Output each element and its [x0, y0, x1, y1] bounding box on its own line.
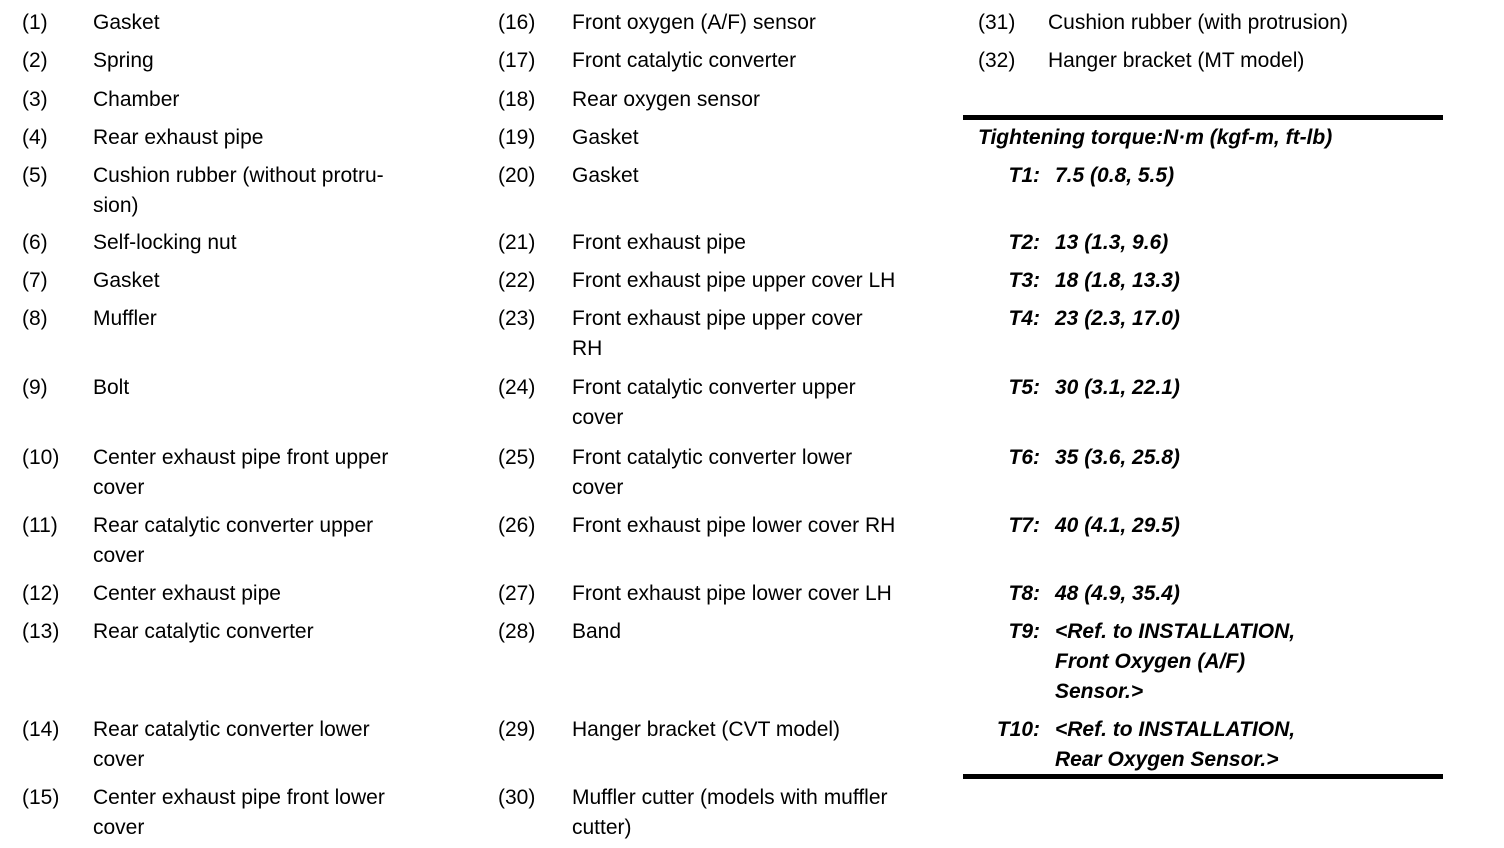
part-number-15: (15) [22, 786, 60, 809]
part-label-25: Front catalytic converter lower cover [572, 446, 853, 499]
torque-label-t2: T2: [1008, 231, 1041, 254]
part-number-29: (29) [498, 718, 536, 741]
part-number-1: (1) [22, 11, 48, 34]
part-number-24: (24) [498, 376, 536, 399]
part-number-14: (14) [22, 718, 60, 741]
part-number-30: (30) [498, 786, 536, 809]
part-number-7: (7) [22, 269, 48, 292]
part-number-16: (16) [498, 11, 536, 34]
part-label-32: Hanger bracket (MT model) [1048, 49, 1305, 72]
part-label-21: Front exhaust pipe [572, 231, 746, 254]
part-label-12: Center exhaust pipe [93, 582, 281, 605]
torque-label-t4: T4: [1008, 307, 1041, 330]
part-label-30: Muffler cutter (models with muffler cutt… [572, 786, 888, 839]
part-label-17: Front catalytic converter [572, 49, 797, 72]
part-number-2: (2) [22, 49, 48, 72]
torque-label-t7: T7: [1008, 514, 1041, 537]
torque-label-t6: T6: [1008, 446, 1041, 469]
torque-table-bottom-rule [963, 774, 1443, 779]
part-number-6: (6) [22, 231, 48, 254]
torque-label-t3: T3: [1008, 269, 1041, 292]
part-number-25: (25) [498, 446, 536, 469]
part-number-21: (21) [498, 231, 536, 254]
part-number-32: (32) [978, 49, 1016, 72]
part-label-11: Rear catalytic converter upper cover [93, 514, 374, 567]
part-label-16: Front oxygen (A/F) sensor [572, 11, 816, 34]
part-number-9: (9) [22, 376, 48, 399]
part-number-5: (5) [22, 164, 48, 187]
torque-value-t1: 7.5 (0.8, 5.5) [1055, 164, 1175, 187]
part-label-28: Band [572, 620, 622, 643]
torque-label-t1: T1: [1008, 164, 1041, 187]
part-number-19: (19) [498, 126, 536, 149]
torque-table-header: Tightening torque:N·m (kgf-m, ft-lb) [978, 126, 1333, 149]
part-number-11: (11) [22, 514, 58, 537]
part-label-5: Cushion rubber (without protru- sion) [93, 164, 384, 217]
part-label-7: Gasket [93, 269, 160, 292]
part-label-2: Spring [93, 49, 154, 72]
part-number-27: (27) [498, 582, 536, 605]
torque-label-t10: T10: [996, 718, 1040, 741]
part-label-31: Cushion rubber (with protrusion) [1048, 11, 1348, 34]
part-label-10: Center exhaust pipe front upper cover [93, 446, 389, 499]
part-number-10: (10) [22, 446, 60, 469]
torque-table-top-rule [963, 115, 1443, 120]
torque-value-t10: <Ref. to INSTALLATION, Rear Oxygen Senso… [1055, 718, 1296, 771]
part-label-1: Gasket [93, 11, 160, 34]
part-label-8: Muffler [93, 307, 157, 330]
part-label-14: Rear catalytic converter lower cover [93, 718, 370, 771]
part-label-26: Front exhaust pipe lower cover RH [572, 514, 896, 537]
part-label-20: Gasket [572, 164, 639, 187]
part-label-15: Center exhaust pipe front lower cover [93, 786, 385, 839]
part-number-13: (13) [22, 620, 60, 643]
part-label-22: Front exhaust pipe upper cover LH [572, 269, 896, 292]
part-number-28: (28) [498, 620, 536, 643]
torque-value-t4: 23 (2.3, 17.0) [1055, 307, 1180, 330]
part-number-8: (8) [22, 307, 48, 330]
part-label-3: Chamber [93, 88, 180, 111]
part-number-17: (17) [498, 49, 536, 72]
part-label-13: Rear catalytic converter [93, 620, 314, 643]
part-number-22: (22) [498, 269, 536, 292]
torque-value-t2: 13 (1.3, 9.6) [1055, 231, 1169, 254]
part-label-4: Rear exhaust pipe [93, 126, 264, 149]
part-label-19: Gasket [572, 126, 639, 149]
part-number-31: (31) [978, 11, 1016, 34]
part-label-18: Rear oxygen sensor [572, 88, 760, 111]
part-label-24: Front catalytic converter upper cover [572, 376, 856, 429]
torque-label-t8: T8: [1008, 582, 1041, 605]
part-number-23: (23) [498, 307, 536, 330]
torque-value-t6: 35 (3.6, 25.8) [1055, 446, 1180, 469]
torque-value-t7: 40 (4.1, 29.5) [1055, 514, 1180, 537]
part-number-4: (4) [22, 126, 48, 149]
part-label-27: Front exhaust pipe lower cover LH [572, 582, 892, 605]
torque-label-t5: T5: [1008, 376, 1041, 399]
part-number-12: (12) [22, 582, 60, 605]
part-number-18: (18) [498, 88, 536, 111]
part-number-3: (3) [22, 88, 48, 111]
torque-value-t3: 18 (1.8, 13.3) [1055, 269, 1180, 292]
torque-label-t9: T9: [1008, 620, 1041, 643]
part-label-6: Self-locking nut [93, 231, 237, 254]
torque-value-t5: 30 (3.1, 22.1) [1055, 376, 1180, 399]
part-label-23: Front exhaust pipe upper cover RH [572, 307, 863, 360]
torque-value-t9: <Ref. to INSTALLATION, Front Oxygen (A/F… [1055, 620, 1296, 703]
part-label-9: Bolt [93, 376, 130, 399]
part-label-29: Hanger bracket (CVT model) [572, 718, 841, 741]
part-number-20: (20) [498, 164, 536, 187]
part-number-26: (26) [498, 514, 536, 537]
torque-value-t8: 48 (4.9, 35.4) [1055, 582, 1180, 605]
